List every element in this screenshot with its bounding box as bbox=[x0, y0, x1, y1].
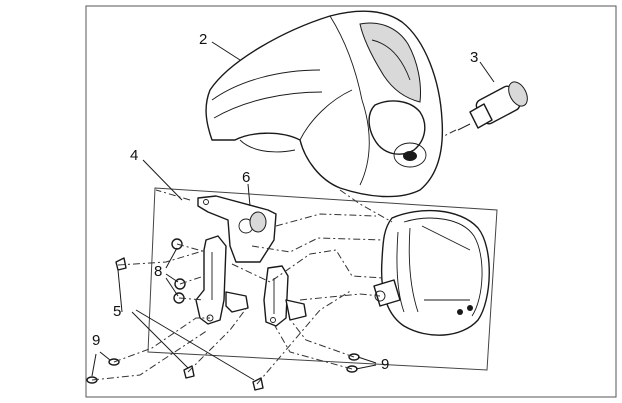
bulb-socket bbox=[457, 81, 528, 131]
bolt-left bbox=[115, 257, 127, 271]
diagram-frame bbox=[85, 5, 617, 398]
assembly-lines bbox=[91, 129, 457, 385]
callout-9-right: 9 bbox=[381, 356, 389, 373]
leader-lines bbox=[91, 41, 495, 381]
headlight-unit bbox=[373, 209, 490, 336]
mounting-bracket bbox=[197, 195, 277, 263]
callout-labels: 2 3 4 6 8 5 9 9 bbox=[92, 31, 478, 373]
callout-2: 2 bbox=[199, 31, 207, 48]
callout-5: 5 bbox=[113, 303, 121, 320]
nuts bbox=[171, 238, 186, 304]
front-cowl bbox=[205, 10, 444, 198]
callout-8: 8 bbox=[154, 263, 162, 280]
callout-6: 6 bbox=[242, 169, 250, 186]
bolt-lower-right bbox=[252, 377, 264, 391]
right-bracket-arm bbox=[263, 265, 307, 327]
washers bbox=[86, 353, 360, 384]
headlight-assembly-boundary bbox=[147, 187, 498, 371]
callout-3: 3 bbox=[470, 49, 478, 66]
callout-4: 4 bbox=[130, 147, 138, 164]
callout-9-left: 9 bbox=[92, 332, 100, 349]
left-bracket-arm bbox=[195, 235, 249, 325]
